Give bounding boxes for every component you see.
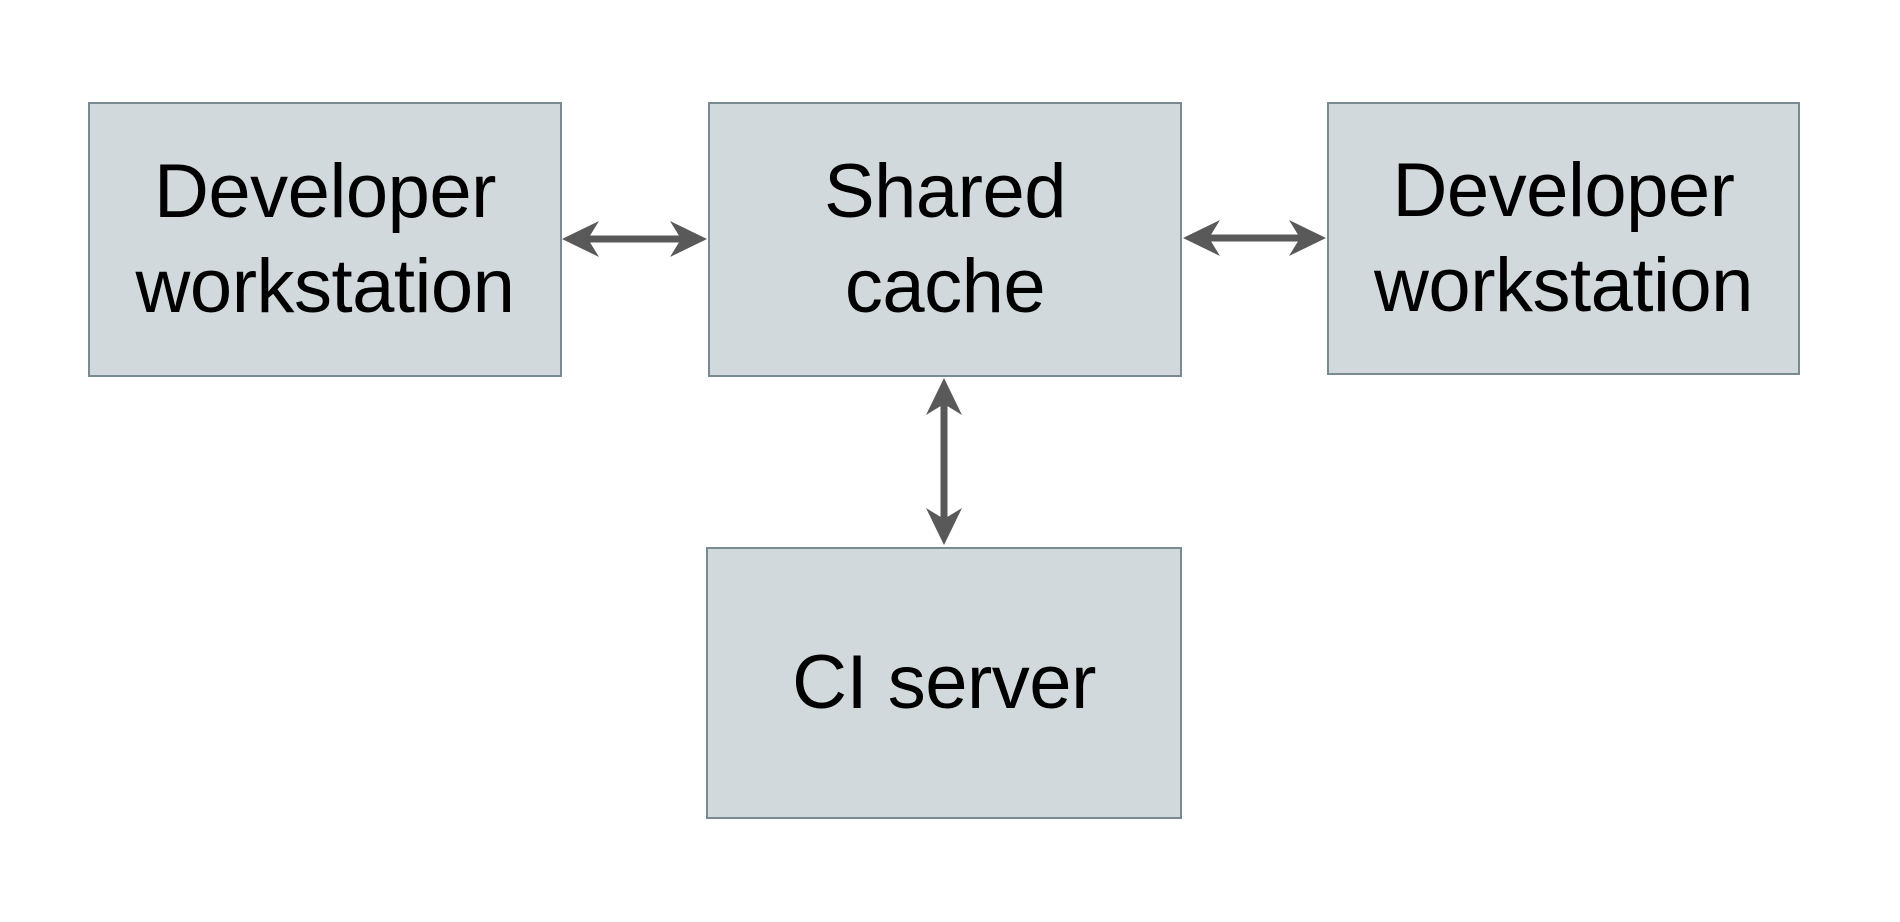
node-developer-workstation-right: Developer workstation [1327,102,1800,375]
node-ci-server: CI server [706,547,1182,819]
node-label: CI server [792,639,1096,725]
arrow-devleft-cache-bidirectional-icon [562,221,707,257]
node-label: Developer workstation [135,149,515,329]
node-developer-workstation-left: Developer workstation [88,102,562,377]
arrow-cache-devright-bidirectional-icon [1183,220,1326,256]
node-label: Shared cache [823,149,1067,329]
node-shared-cache: Shared cache [708,102,1182,377]
arrow-cache-ciserver-bidirectional-icon [926,378,962,545]
node-label: Developer workstation [1374,148,1753,328]
